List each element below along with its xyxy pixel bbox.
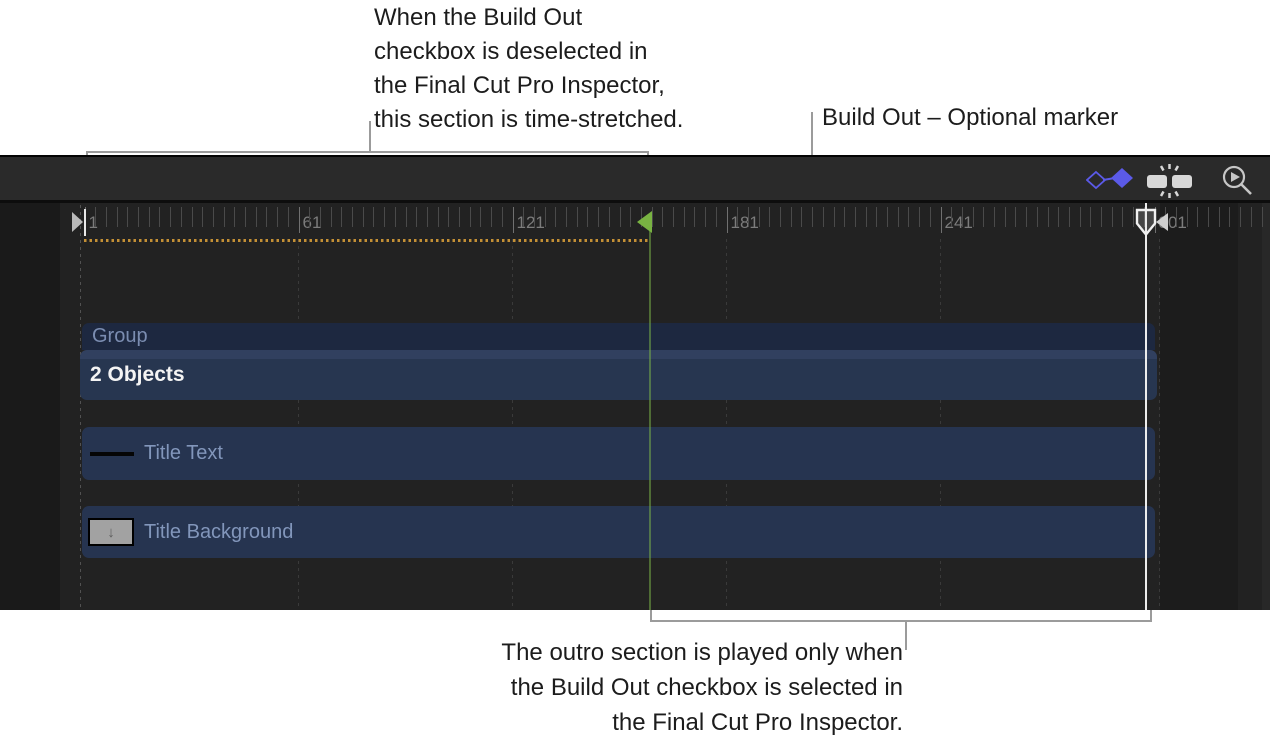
playhead-line bbox=[1145, 203, 1147, 610]
timeline-left-gutter bbox=[0, 203, 60, 610]
bottom-bracket-stem bbox=[905, 620, 907, 650]
track-bar-2-objects[interactable]: 2 Objects bbox=[80, 350, 1157, 400]
marker-callout-text: Build Out – Optional marker bbox=[822, 104, 1119, 131]
gridline-frame-121 bbox=[512, 239, 513, 610]
playhead-handle[interactable] bbox=[1135, 208, 1157, 242]
gridline-frame-1 bbox=[80, 205, 81, 610]
gridline-frame-301 bbox=[1159, 239, 1160, 610]
bottom-callout-text: The outro section is played only when th… bbox=[501, 639, 903, 736]
bottom-bracket-left-tick bbox=[650, 608, 652, 622]
time-stretched-section-dots bbox=[84, 239, 650, 242]
track-bar-title-background[interactable]: ↓ Title Background bbox=[82, 506, 1155, 558]
timing-toolbar bbox=[0, 155, 1270, 203]
gridline-frame-181 bbox=[726, 239, 727, 610]
timeline-scrollbar[interactable] bbox=[1262, 203, 1270, 610]
timeline-beyond-end-region bbox=[1160, 203, 1238, 610]
track-bar-title-text[interactable]: Title Text bbox=[82, 427, 1155, 480]
top-bracket-stem bbox=[369, 121, 371, 153]
in-point-bar bbox=[83, 209, 86, 236]
in-point-marker[interactable] bbox=[72, 212, 83, 232]
zoom-play-icon[interactable] bbox=[1221, 164, 1253, 201]
build-out-marker-line bbox=[649, 231, 651, 610]
gridline-frame-61 bbox=[298, 239, 299, 610]
top-bracket-horizontal bbox=[86, 151, 649, 153]
mini-timeline-flash-icon[interactable] bbox=[1146, 162, 1194, 205]
bottom-bracket-horizontal bbox=[650, 620, 1152, 622]
top-callout-text: When the Build Out checkbox is deselecte… bbox=[374, 4, 684, 133]
track-label: 2 Objects bbox=[90, 363, 185, 386]
gridline-frame-241 bbox=[940, 239, 941, 610]
down-arrow-thumbnail-icon: ↓ bbox=[88, 518, 134, 546]
keyframes-icon[interactable] bbox=[1085, 167, 1134, 198]
timeline-ruler[interactable] bbox=[0, 203, 1270, 236]
track-bar-group[interactable]: Group bbox=[82, 323, 1155, 350]
bottom-bracket-right-tick bbox=[1150, 608, 1152, 622]
track-label: Title Text bbox=[144, 442, 223, 464]
line-thumbnail-icon bbox=[90, 451, 134, 456]
track-label: Group bbox=[92, 325, 148, 347]
track-label: Title Background bbox=[144, 520, 294, 543]
build-out-marker-icon[interactable] bbox=[637, 211, 652, 233]
out-point-marker[interactable] bbox=[1156, 213, 1168, 231]
